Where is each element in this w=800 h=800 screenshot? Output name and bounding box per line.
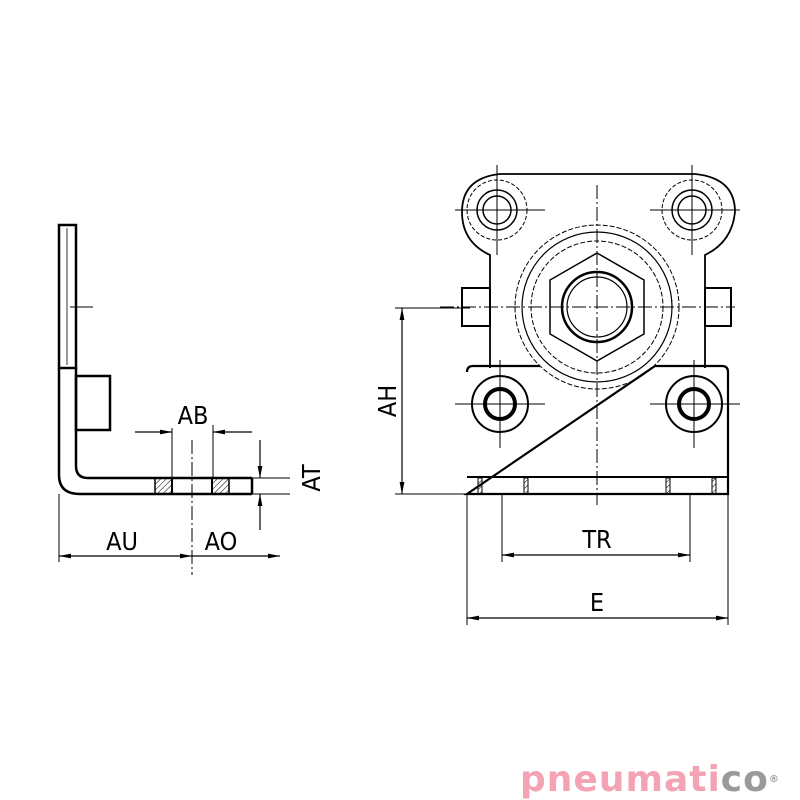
dim-label-ab: AB bbox=[178, 401, 209, 430]
dim-label-at: AT bbox=[297, 464, 326, 491]
cylinder-flange bbox=[461, 173, 736, 368]
registered-mark: ® bbox=[768, 774, 780, 785]
bracket-flange bbox=[57, 368, 254, 496]
dim-label-au: AU bbox=[106, 527, 138, 556]
dim-label-e: E bbox=[590, 588, 604, 617]
logo-text-pink: pneumati bbox=[520, 759, 721, 800]
dim-label-ao: AO bbox=[205, 527, 238, 556]
side-view bbox=[57, 223, 290, 575]
mounting-plate bbox=[463, 364, 730, 496]
cylinder-stub bbox=[74, 374, 112, 432]
front-view bbox=[395, 165, 740, 625]
dim-label-tr: TR bbox=[581, 525, 611, 554]
bracket-upright bbox=[57, 223, 78, 370]
brand-logo: pneumatico® bbox=[520, 760, 780, 800]
logo-text-gray: co bbox=[720, 759, 769, 800]
dim-label-ah: AH bbox=[373, 385, 402, 417]
